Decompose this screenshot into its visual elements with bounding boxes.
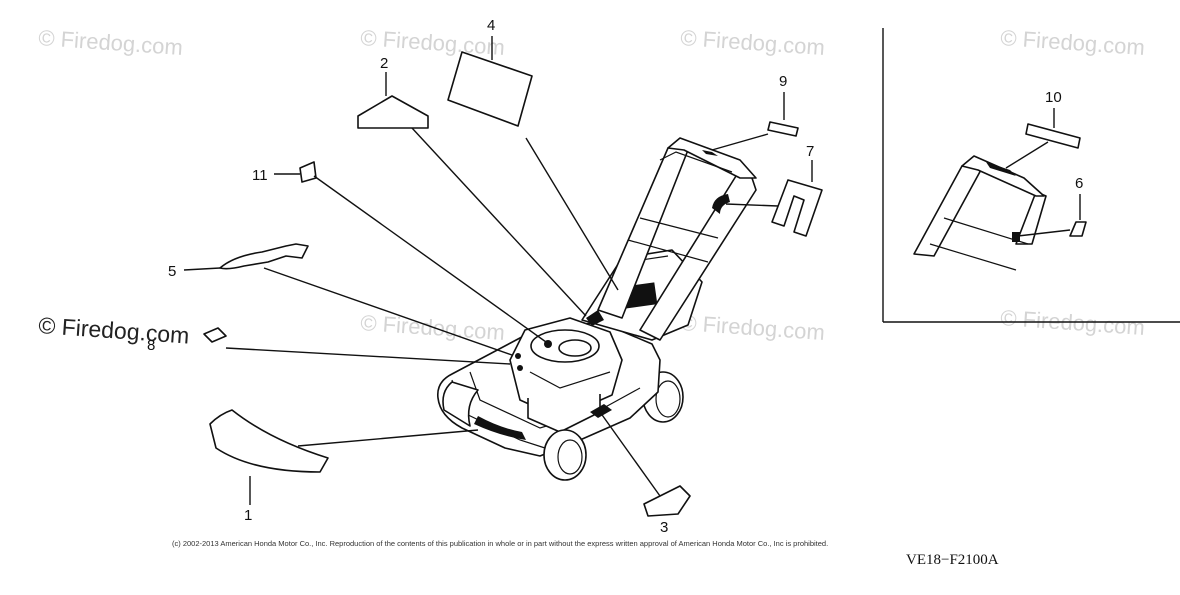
inset-cross-bar [929, 243, 1017, 271]
callout-2: 2 [380, 55, 388, 72]
lawn-mower [436, 137, 757, 481]
left-wheel [442, 381, 479, 427]
handle-cross-bar [627, 239, 709, 263]
label-8-on-engine [517, 365, 523, 371]
callout-7: 7 [806, 143, 814, 160]
leader-3 [599, 411, 661, 497]
fuel-cap [558, 339, 592, 357]
part-4-label [447, 51, 533, 127]
label-2-on-engine [586, 310, 604, 326]
part-11-label [299, 161, 317, 183]
leader-5-tick [183, 267, 221, 271]
callout-8: 8 [147, 337, 155, 354]
leader-9 [711, 133, 769, 151]
leader-lines [183, 36, 1081, 505]
leader-10 [1005, 141, 1049, 169]
part-2-label [357, 95, 429, 129]
engine-line [529, 371, 611, 389]
watermark: © Firedog.com [38, 25, 184, 60]
part-9-label [767, 121, 799, 137]
part-6-label [1069, 221, 1087, 237]
diagram-code: VE18−F2100A [906, 552, 999, 568]
leader-7 [725, 203, 779, 207]
rear-wheel-hub [655, 380, 681, 418]
label-3-on-deck [590, 404, 612, 418]
leader-1 [297, 429, 479, 447]
part-1-decal-strip [209, 409, 329, 473]
watermark: © Firedog.com [1000, 25, 1146, 60]
watermark: © Firedog.com [680, 25, 826, 60]
part-3-label [203, 327, 227, 343]
watermark: © Firedog.com [680, 310, 826, 345]
leader-5 [263, 267, 513, 356]
leader-6 [1017, 229, 1071, 237]
callout-10: 10 [1045, 89, 1062, 106]
part-10-label [1025, 123, 1081, 149]
callout-6: 6 [1075, 175, 1083, 192]
front-wheel-hub [557, 439, 583, 475]
label-7-on-handle [712, 194, 730, 214]
inset-label-10 [986, 162, 1016, 176]
watermark-dark: © Firedog.com [38, 312, 191, 348]
inset-label-6 [1012, 232, 1020, 242]
leader-8 [225, 347, 511, 365]
inset-handle-left [913, 161, 983, 257]
handle-cross-bar [639, 217, 719, 239]
callout-3: 3 [660, 519, 668, 536]
callout-9: 9 [779, 73, 787, 90]
leader-4 [525, 137, 619, 291]
handle-top-bar [667, 137, 757, 179]
copyright-notice: (c) 2002-2013 American Honda Motor Co., … [172, 539, 829, 548]
leader-2 [411, 127, 587, 317]
label-5-on-engine [515, 353, 521, 359]
callout-4: 4 [487, 17, 495, 34]
label-9-on-handle [702, 150, 718, 156]
leader-11 [313, 175, 547, 343]
callout-1: 1 [244, 507, 252, 524]
part-5-decal [219, 243, 309, 270]
inset-handle [913, 155, 1047, 271]
part-3b-tag [643, 485, 691, 517]
inset-handle-top [961, 155, 1045, 197]
part-7-grip-decal [771, 179, 823, 237]
callout-11: 11 [252, 167, 268, 184]
label-1-on-deck [474, 416, 526, 440]
handle-top-inner [659, 151, 733, 173]
callout-5: 5 [168, 263, 176, 280]
